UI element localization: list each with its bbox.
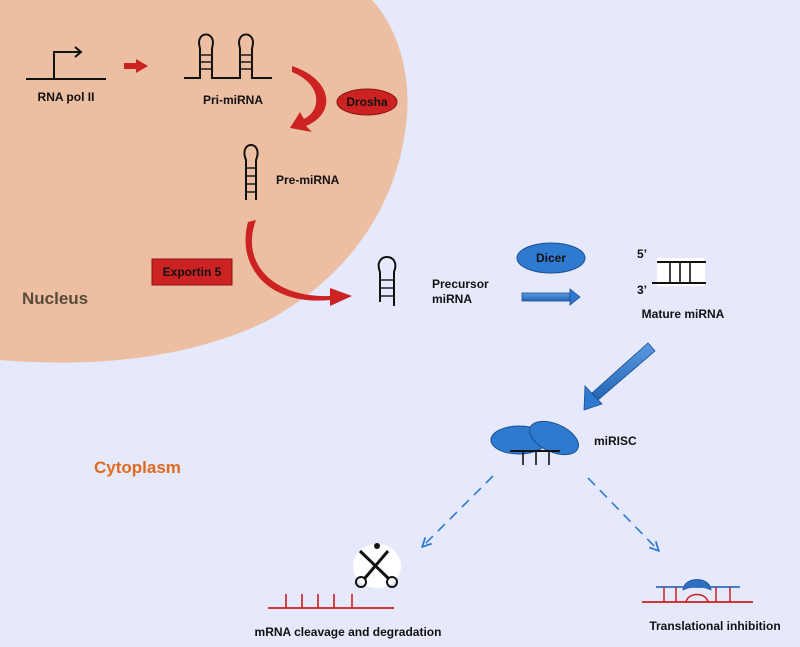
cleavage-label: mRNA cleavage and degradation [255,625,442,639]
precursor-mirna-hairpin-icon [377,256,397,306]
inhibition-label: Translational inhibition [649,619,780,633]
nucleus-label: Nucleus [22,289,88,308]
scissors-icon [353,543,401,588]
dicer-enzyme: Dicer [516,242,586,274]
risc-loading-arrow [583,342,656,411]
five-prime-label: 5’ [637,247,647,261]
nuclear-export-arrow [245,220,352,306]
ribosome-icon [682,579,712,591]
pri-mirna-hairpin-icon [184,33,272,79]
cytoplasm-label: Cytoplasm [94,458,181,477]
drosha-label: Drosha [346,95,388,109]
pre-mirna-hairpin-icon [243,144,259,200]
transcription-arrow [124,59,148,73]
three-prime-label: 3’ [637,283,647,297]
dicer-label: Dicer [536,251,566,265]
translational-inhibition-icon [642,586,753,603]
exportin-label: Exportin 5 [163,265,222,279]
inhibition-pathway-arrow [587,477,658,550]
cleaved-mrna-icon [268,594,394,609]
promoter-arrow-icon [26,46,106,80]
mature-mirna-label: Mature miRNA [642,307,725,321]
mirisc-complex [490,420,579,465]
mirisc-label: miRISC [594,434,637,448]
drosha-enzyme: Drosha [336,88,398,116]
drosha-processing-arrow [290,66,327,132]
cleavage-pathway-arrow [423,475,494,546]
mature-mirna-duplex-icon [652,258,706,286]
pri-mirna-label: Pri-miRNA [203,93,263,107]
dicer-processing-arrow [521,288,581,306]
exportin-5-box: Exportin 5 [151,258,233,286]
rna-pol-label: RNA pol II [38,90,95,104]
nucleus-region [0,0,408,363]
pre-mirna-label: Pre-miRNA [276,173,340,187]
precursor-label-line2: miRNA [432,292,472,306]
precursor-label-line1: Precursor [432,277,489,291]
